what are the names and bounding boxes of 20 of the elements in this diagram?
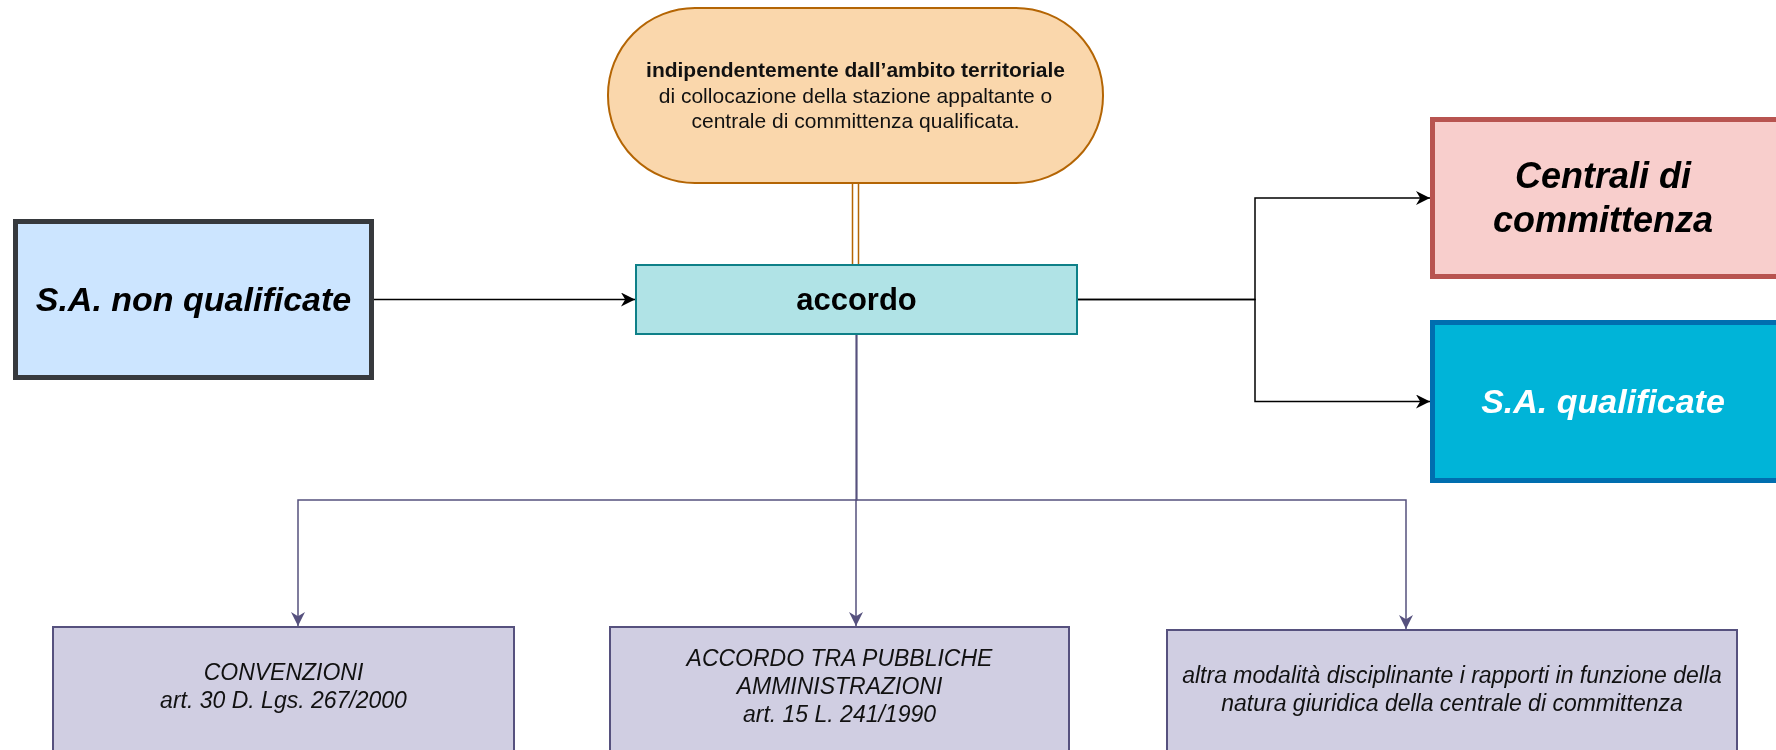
node-text: Centrali di committenza — [1491, 154, 1714, 242]
process-box — [52, 626, 515, 750]
arrow — [373, 292, 636, 307]
process-box — [13, 219, 374, 380]
node-text: CONVENZIONI — [203, 657, 364, 686]
node-text: art. 15 L. 241/1990 — [742, 700, 937, 729]
arrow — [855, 334, 1413, 630]
double-line — [851, 183, 860, 265]
arrow — [1077, 298, 1431, 409]
process-box — [609, 626, 1070, 750]
process-box — [1430, 117, 1776, 279]
process-box — [635, 264, 1078, 335]
node-text: art. 30 D. Lgs. 267/2000 — [160, 686, 407, 715]
node-text: S.A. non qualificate — [35, 278, 352, 320]
process-box — [1430, 320, 1776, 483]
node-text: altra modalità disciplinante i rapporti in funzione della natura giuridica della centrale di committenza — [1181, 660, 1723, 718]
node-text: S.A. qualificate — [1481, 380, 1725, 422]
process-box — [1166, 629, 1738, 750]
node-text: indipendentemente dall’ambito territoriale di collocazione della stazione appaltante o centrale di committenza qualificata. — [645, 57, 1066, 134]
node-text: accordo — [796, 280, 917, 319]
